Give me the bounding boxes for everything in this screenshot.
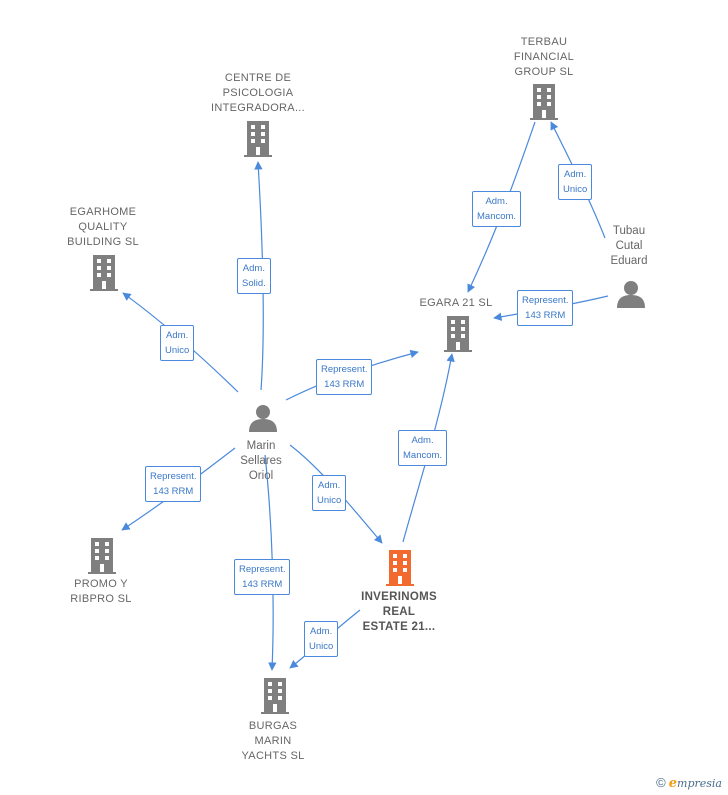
building-icon[interactable] bbox=[88, 538, 116, 574]
node-label-terbau[interactable]: TERBAU FINANCIAL GROUP SL bbox=[513, 36, 575, 78]
building-icon[interactable] bbox=[530, 84, 558, 120]
edge-label-inverinoms-burgas[interactable]: Adm. Unico bbox=[304, 621, 339, 657]
edge-label-marin-egarhome[interactable]: Adm. Unico bbox=[160, 325, 195, 361]
node-label-egara21[interactable]: EGARA 21 SL bbox=[419, 297, 493, 309]
node-label-tubau[interactable]: Tubau Cutal Eduard bbox=[610, 225, 648, 267]
person-icon[interactable] bbox=[617, 281, 645, 308]
edge-label-tubau-terbau[interactable]: Adm. Unico bbox=[558, 164, 593, 200]
edge-label-tubau-egara[interactable]: Represent. 143 RRM bbox=[517, 290, 574, 326]
edge-label-marin-egara[interactable]: Represent. 143 RRM bbox=[316, 359, 373, 395]
copyright-symbol: © bbox=[656, 775, 666, 790]
building-icon[interactable] bbox=[386, 550, 414, 586]
edge-label-terbau-egara[interactable]: Adm. Mancom. bbox=[472, 191, 522, 227]
edge-label-inverinoms-egara[interactable]: Adm. Mancom. bbox=[398, 430, 448, 466]
footer-brand: ©empresia bbox=[656, 775, 722, 791]
person-icon[interactable] bbox=[249, 405, 277, 432]
node-label-burgas[interactable]: BURGAS MARIN YACHTS SL bbox=[241, 720, 305, 762]
building-icon[interactable] bbox=[244, 121, 272, 157]
node-label-inverinoms[interactable]: INVERINOMS REAL ESTATE 21... bbox=[361, 591, 437, 633]
building-icon[interactable] bbox=[444, 316, 472, 352]
edge-label-marin-centre[interactable]: Adm. Solid. bbox=[237, 258, 271, 294]
building-icon[interactable] bbox=[90, 255, 118, 291]
brand-logo: empresia bbox=[668, 776, 722, 791]
node-label-marin[interactable]: Marin Sellares Oriol bbox=[240, 440, 282, 482]
node-label-centre-psicologia[interactable]: CENTRE DE PSICOLOGIA INTEGRADORA... bbox=[210, 72, 306, 114]
node-label-promo[interactable]: PROMO Y RIBPRO SL bbox=[70, 578, 132, 605]
edge-label-marin-inverinoms[interactable]: Adm. Unico bbox=[312, 475, 347, 511]
edge-label-marin-promo[interactable]: Represent. 143 RRM bbox=[145, 466, 202, 502]
building-icon[interactable] bbox=[261, 678, 289, 714]
edge-label-marin-burgas[interactable]: Represent. 143 RRM bbox=[234, 559, 291, 595]
node-label-egarhome[interactable]: EGARHOME QUALITY BUILDING SL bbox=[67, 206, 139, 248]
